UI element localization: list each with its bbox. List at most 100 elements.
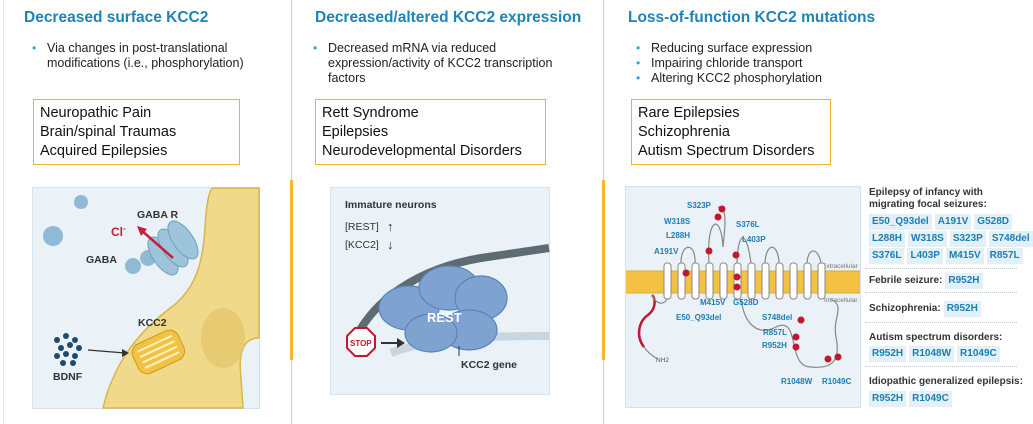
mutation-tag-row: L288H W318S S323P S748del <box>869 231 1033 247</box>
rest-complex <box>378 265 508 353</box>
section-divider <box>865 268 1017 269</box>
col2-title: Decreased/altered KCC2 expression <box>315 9 582 26</box>
mutation-tag: A191V <box>934 214 972 230</box>
mutation-label: A191V <box>654 247 679 256</box>
col3-bullets: Reducing surface expression Impairing ch… <box>636 41 866 86</box>
mutation-tag-row: E50_Q93del A191V G528D <box>869 214 1012 230</box>
mutation-tag-row: R952H R1048W R1049C <box>869 346 1000 362</box>
col1-bullet: Via changes in post-translational modifi… <box>32 41 272 71</box>
disorder-title: Epilepsy of infancy with migrating focal… <box>869 187 987 210</box>
mutation-tag: S748del <box>988 231 1033 247</box>
col3-title: Loss-of-function KCC2 mutations <box>628 9 876 26</box>
mutation-tag: R952H <box>945 273 983 289</box>
mutation-label: E50_Q93del <box>676 313 722 322</box>
up-arrow: ↑ <box>387 219 394 234</box>
condition-label: Rare Epilepsies <box>638 105 740 121</box>
gaba-label: GABA <box>86 254 117 266</box>
chloride-arrow <box>140 229 174 259</box>
col3-bullet: Impairing chloride transport <box>636 56 866 71</box>
disorder-row: Febrile seizure: R952H <box>869 273 983 289</box>
mutation-label: M415V <box>700 298 726 307</box>
section-divider <box>865 366 1017 367</box>
condition-label: Epilepsies <box>322 124 389 140</box>
column-divider-1 <box>290 0 293 424</box>
mutation-tag: R1049C <box>957 346 1000 362</box>
col1-title: Decreased surface KCC2 <box>24 9 209 26</box>
col2-condition-box: Rett Syndrome Epilepsies Neurodevelopmen… <box>315 99 546 165</box>
col3-bullet: Altering KCC2 phosphorylation <box>636 71 866 86</box>
mutation-tag: R1048W <box>909 346 955 362</box>
col2-bullets: Decreased mRNA via reduced expression/ac… <box>313 41 583 86</box>
neuron-cell-body <box>102 187 260 409</box>
condition-label: Rett Syndrome <box>322 105 419 121</box>
mutation-tag: W318S <box>908 231 947 247</box>
section-divider <box>865 322 1017 323</box>
mutation-label: W318S <box>664 217 691 226</box>
mutation-sites <box>682 205 842 363</box>
disorder-title: Febrile seizure: <box>869 275 943 286</box>
mutation-tag: G528D <box>974 214 1012 230</box>
kcc2-topology-diagram: Extracellular Intracellular NH2 <box>625 186 861 408</box>
mutation-tag: R1049C <box>909 391 952 407</box>
kcc2-level-label: [KCC2] <box>345 239 379 251</box>
column-divider-2 <box>602 0 605 424</box>
mutation-tag: R952H <box>869 346 907 362</box>
mutation-label: R952H <box>762 341 787 350</box>
rest-label: REST <box>427 310 462 325</box>
col3-condition-box: Rare Epilepsies Schizophrenia Autism Spe… <box>631 99 831 165</box>
kcc2-label: KCC2 <box>138 317 167 329</box>
disorder-row: Schizophrenia: R952H <box>869 301 981 317</box>
gaba-receptor <box>147 220 199 276</box>
mutation-tag: L403P <box>907 248 943 264</box>
condition-label: Neuropathic Pain <box>40 105 152 121</box>
mutation-tag: R952H <box>943 301 981 317</box>
mutation-label: S323P <box>687 201 712 210</box>
topology-svg: Extracellular Intracellular NH2 <box>626 205 860 368</box>
gabar-label: GABA R <box>137 209 178 221</box>
neuron-illustration: Cl- GABA R GABA KCC2 BDNF <box>32 187 260 409</box>
bdnf-label: BDNF <box>53 371 83 383</box>
mutation-label: S376L <box>736 220 760 229</box>
nh2-label: NH2 <box>656 357 669 364</box>
kcc2-gene-label: KCC2 gene <box>461 359 517 371</box>
chloride-label: Cl- <box>111 224 126 239</box>
intracellular-label: Intracellular <box>824 297 858 304</box>
condition-label: Acquired Epilepsies <box>40 143 168 159</box>
kcc2-transporter <box>131 329 186 375</box>
mutation-tag: S323P <box>949 231 986 247</box>
mutation-tag: M415V <box>945 248 984 264</box>
disorder-title: Autism spectrum disorders: <box>869 332 1003 343</box>
mutation-tag: R952H <box>869 391 907 407</box>
gaba-molecule <box>74 195 88 209</box>
condition-label: Brain/spinal Traumas <box>40 124 177 140</box>
col1-condition-box: Neuropathic Pain Brain/spinal Traumas Ac… <box>33 99 240 165</box>
mutation-label: S748del <box>762 313 793 322</box>
mutation-tag: R857L <box>986 248 1023 264</box>
disorder-title: Idiopathic generalized epilepsis: <box>869 376 1023 387</box>
mutation-tag-row: S376L L403P M415V R857L <box>869 248 1023 264</box>
bdnf-arrow <box>87 349 126 354</box>
immature-neurons-label: Immature neurons <box>345 199 437 211</box>
section-divider <box>865 292 1017 293</box>
mutation-label: R1048W <box>781 377 813 386</box>
down-arrow: ↓ <box>387 237 394 252</box>
extracellular-label: Extracellular <box>822 263 859 270</box>
mutation-tag: L288H <box>869 231 906 247</box>
n-terminus-tail <box>643 346 659 360</box>
disorder-title: Schizophrenia: <box>869 303 941 314</box>
stop-label: STOP <box>350 339 372 348</box>
mutation-tag-row: R952H R1049C <box>869 391 952 407</box>
gaba-molecule <box>125 258 141 274</box>
col3-bullet: Reducing surface expression <box>636 41 866 56</box>
rest-level-label: [REST] <box>345 221 379 233</box>
mutation-label: R1049C <box>822 377 852 386</box>
page-left-edge <box>3 0 4 424</box>
stop-sign <box>346 327 376 357</box>
nucleus <box>201 308 245 368</box>
condition-label: Neurodevelopmental Disorders <box>322 143 522 159</box>
condition-label: Autism Spectrum Disorders <box>638 143 815 159</box>
transcription-svg: Immature neurons [REST] ↑ [KCC2] ↓ REST … <box>345 199 550 371</box>
gaba-molecule <box>43 226 63 246</box>
mutation-label: L288H <box>666 231 691 240</box>
col2-bullet: Decreased mRNA via reduced expression/ac… <box>313 41 583 86</box>
